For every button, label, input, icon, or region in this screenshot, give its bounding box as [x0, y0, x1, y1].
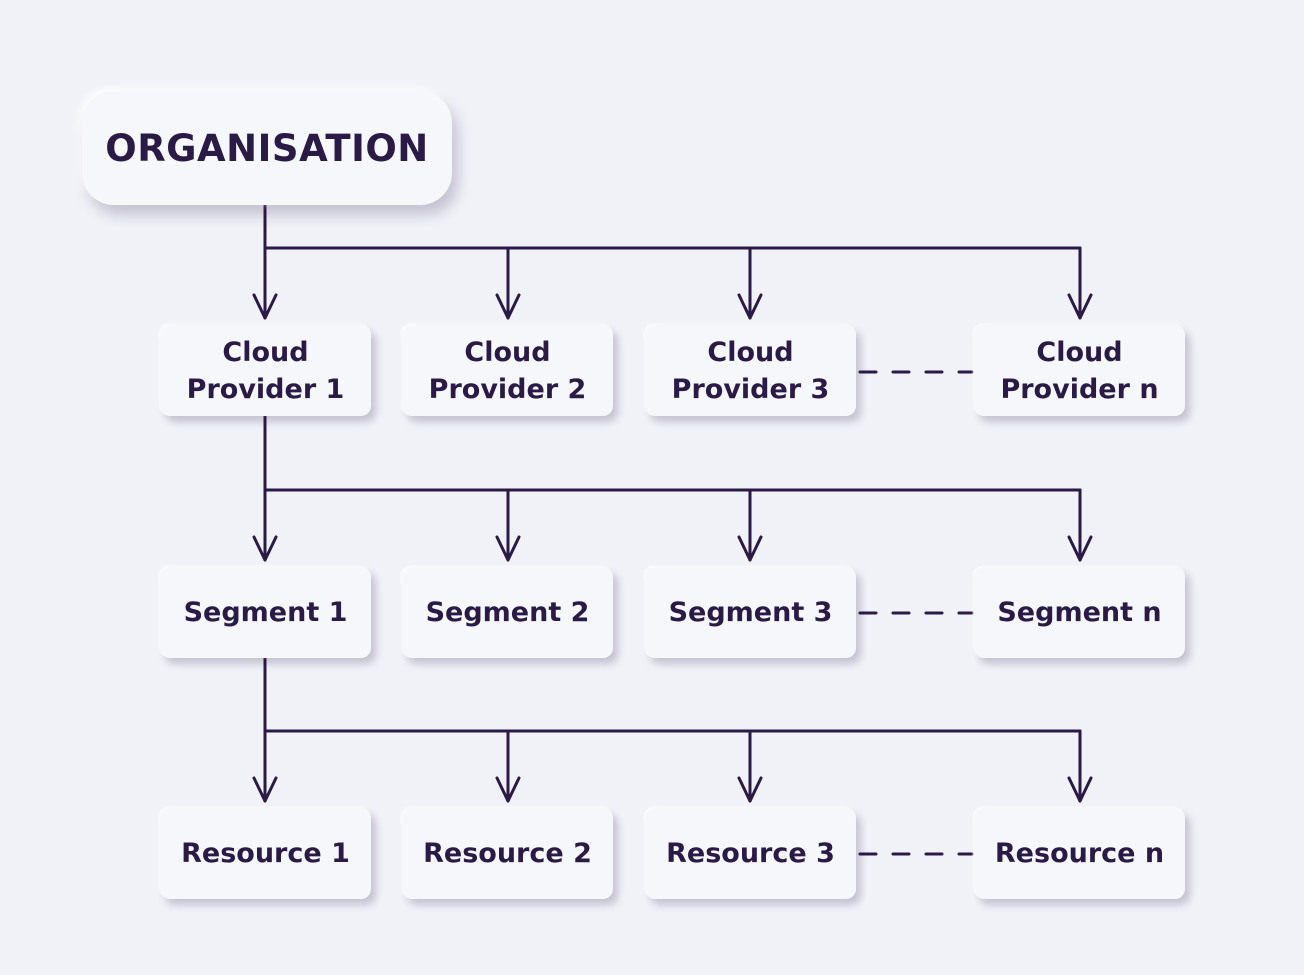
arrow-resource-2	[495, 776, 521, 803]
arrow-resource-n	[1067, 776, 1093, 803]
organisation-label: ORGANISATION	[105, 126, 429, 170]
provider-1-line2: Provider 1	[186, 373, 345, 405]
segment-2-node: Segment 2	[402, 567, 613, 658]
arrow-provider-n	[1067, 293, 1093, 320]
provider-3-line1: Cloud	[707, 336, 794, 368]
arrow-segment-1	[252, 535, 278, 562]
arrow-segment-3	[737, 535, 763, 562]
provider-1-line1: Cloud	[222, 336, 309, 368]
arrow-segment-n	[1067, 535, 1093, 562]
arrow-resource-1	[252, 776, 278, 803]
segment-3-label: Segment 3	[668, 597, 833, 628]
provider-2-line2: Provider 2	[428, 373, 587, 405]
arrow-provider-3	[737, 293, 763, 320]
provider-n-line2: Provider n	[1000, 373, 1159, 405]
resource-2-label: Resource 2	[423, 838, 592, 869]
resource-n-node: Resource n	[974, 808, 1185, 899]
resource-1-node: Resource 1	[160, 808, 371, 899]
segment-n-node: Segment n	[974, 567, 1185, 658]
segment-2-label: Segment 2	[425, 597, 590, 628]
organisation-node: ORGANISATION	[82, 91, 452, 205]
resource-1-label: Resource 1	[181, 838, 350, 869]
resource-3-label: Resource 3	[666, 838, 835, 869]
segment-1-node: Segment 1	[160, 567, 371, 658]
arrow-provider-2	[495, 293, 521, 320]
provider-2-line1: Cloud	[464, 336, 551, 368]
segment-1-label: Segment 1	[183, 597, 348, 628]
segment-n-label: Segment n	[997, 597, 1162, 628]
arrow-provider-1	[252, 293, 278, 320]
arrow-segment-2	[495, 535, 521, 562]
resource-2-node: Resource 2	[402, 808, 613, 899]
arrow-resource-3	[737, 776, 763, 803]
segment-3-node: Segment 3	[645, 567, 856, 658]
resource-n-label: Resource n	[994, 838, 1165, 869]
cloud-provider-2-node: Cloud Provider 2	[402, 325, 613, 416]
provider-3-line2: Provider 3	[671, 373, 830, 405]
resource-3-node: Resource 3	[645, 808, 856, 899]
cloud-provider-n-node: Cloud Provider n	[974, 325, 1185, 416]
cloud-provider-1-node: Cloud Provider 1	[160, 325, 371, 416]
cloud-provider-3-node: Cloud Provider 3	[645, 325, 856, 416]
provider-n-line1: Cloud	[1036, 336, 1123, 368]
